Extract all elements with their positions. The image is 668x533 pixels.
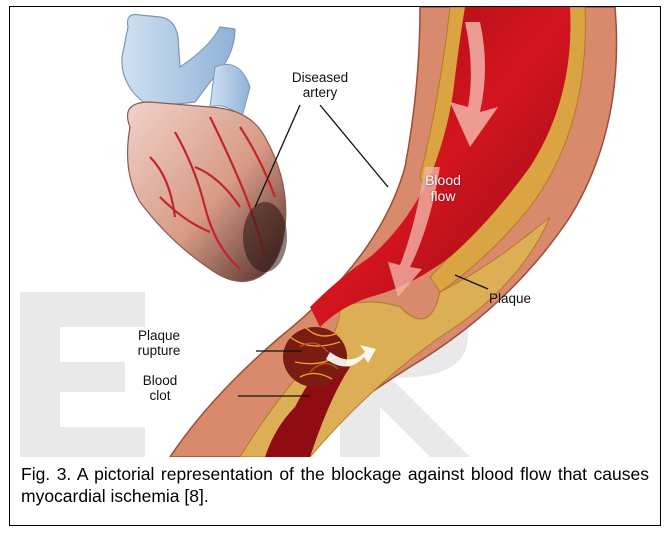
label-plaque: Plaque (489, 291, 531, 306)
label-blood-flow-line2: flow (418, 188, 468, 204)
ischemic-area (243, 202, 287, 272)
label-blood-clot-line1: Blood (130, 373, 190, 388)
label-blood-clot: Blood clot (130, 373, 190, 403)
label-plaque-rupture: Plaque rupture (122, 328, 196, 358)
label-blood-flow-line1: Blood (418, 172, 468, 188)
label-plaque-rupture-line1: Plaque (122, 328, 196, 343)
heart-illustration (122, 15, 287, 282)
figure-frame: Diseased artery Blood flow Plaque Plaque… (9, 6, 661, 526)
label-blood-flow: Blood flow (418, 172, 468, 204)
label-plaque-rupture-line2: rupture (122, 343, 196, 358)
label-diseased-artery-line2: artery (280, 85, 360, 100)
label-diseased-artery: Diseased artery (280, 70, 360, 100)
figure-caption: Fig. 3. A pictorial representation of th… (21, 463, 649, 507)
label-diseased-artery-line1: Diseased (280, 70, 360, 85)
label-blood-clot-line2: clot (130, 388, 190, 403)
